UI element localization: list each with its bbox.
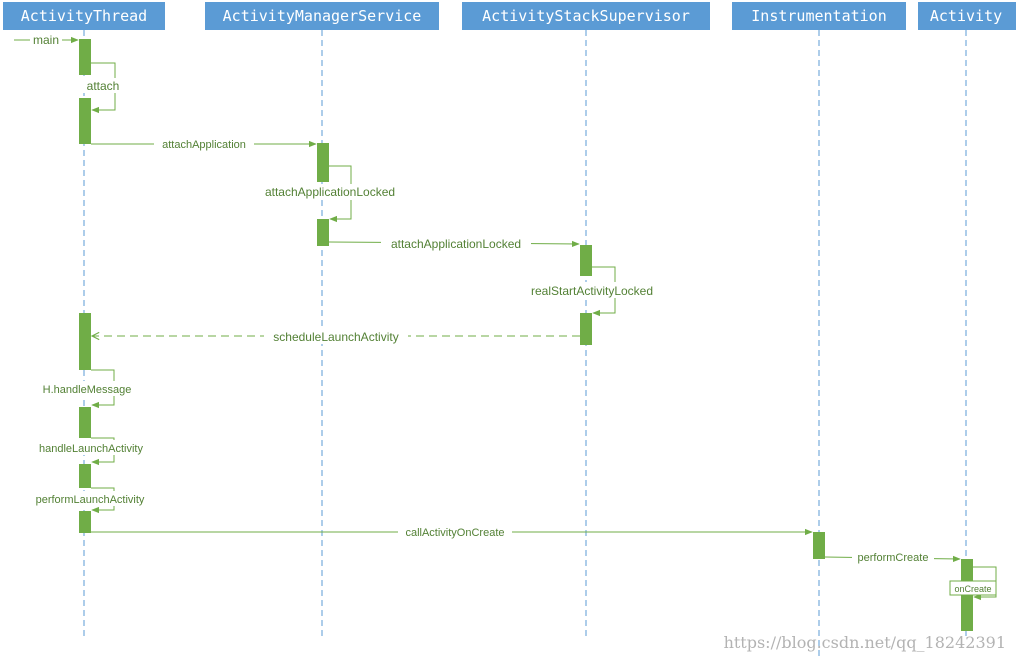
message-attach-application-locked: attachApplicationLocked	[328, 236, 580, 251]
message-perform-launch-activity: performLaunchActivity	[26, 487, 154, 514]
message-label: attach	[87, 79, 120, 93]
message-label: attachApplicationLocked	[265, 185, 395, 199]
message-h-handle-message: H.handleMessage	[36, 369, 138, 409]
message-perform-create: performCreate	[824, 550, 961, 564]
message-label: onCreate	[954, 584, 991, 594]
message-label: main	[33, 33, 59, 47]
activation-bar	[580, 313, 592, 345]
message-schedule-launch-activity: scheduleLaunchActivity	[92, 328, 580, 344]
participant-label: ActivityThread	[21, 7, 147, 25]
activation-bar	[79, 464, 91, 488]
message-label: handleLaunchActivity	[39, 443, 143, 455]
activation-bar	[79, 39, 91, 75]
message-on-create: onCreate	[949, 566, 997, 601]
message-label: callActivityOnCreate	[405, 527, 504, 539]
message-attach-application: attachApplication	[91, 137, 317, 151]
message-attach: attach	[82, 62, 124, 114]
message-main: main	[14, 32, 79, 47]
activation-bar	[580, 245, 592, 276]
activation-bar	[317, 143, 329, 182]
message-label: H.handleMessage	[43, 384, 132, 396]
message-handle-launch-activity: handleLaunchActivity	[30, 437, 152, 466]
participant-activity-stack-supervisor: ActivityStackSupervisor	[462, 2, 710, 30]
activation-bar	[79, 511, 91, 533]
message-label: realStartActivityLocked	[531, 284, 653, 298]
message-real-start-activity-locked: realStartActivityLocked	[520, 266, 664, 317]
activation-bar	[79, 98, 91, 144]
activation-bar	[79, 407, 91, 438]
message-label: performLaunchActivity	[36, 494, 145, 506]
participant-instrumentation: Instrumentation	[732, 2, 906, 30]
participant-label: Activity	[930, 7, 1002, 25]
participant-activity-thread: ActivityThread	[3, 2, 165, 30]
participant-label: ActivityManagerService	[223, 7, 422, 25]
message-label: attachApplicationLocked	[391, 237, 521, 251]
message-label: performCreate	[858, 552, 929, 564]
activation-bar	[813, 532, 825, 559]
participant-activity-manager-service: ActivityManagerService	[205, 2, 439, 30]
watermark-text: https://blog.csdn.net/qq_18242391	[724, 633, 1006, 652]
message-call-activity-on-create: callActivityOnCreate	[91, 525, 813, 539]
activation-bar	[317, 219, 329, 246]
message-attach-application-locked-self: attachApplicationLocked	[255, 165, 405, 223]
message-label: scheduleLaunchActivity	[273, 330, 398, 344]
participant-label: Instrumentation	[751, 7, 886, 25]
participant-label: ActivityStackSupervisor	[482, 7, 690, 25]
activation-bar	[79, 313, 91, 370]
message-label: attachApplication	[162, 139, 246, 151]
participant-activity: Activity	[918, 2, 1016, 30]
